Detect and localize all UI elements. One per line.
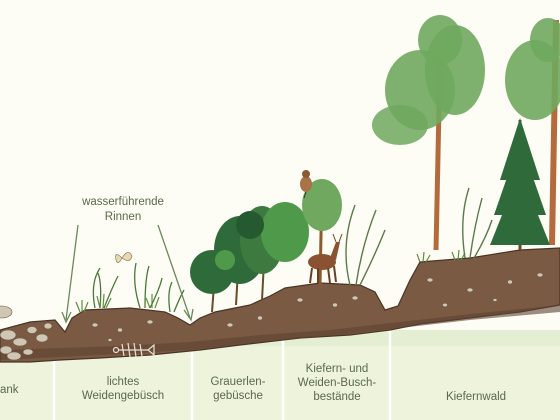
channels-annotation: wasserführende Rinnen xyxy=(82,196,164,223)
zone-label-alder: Grauerlen- gebüsche xyxy=(210,376,266,402)
butterfly-icon xyxy=(115,252,133,263)
soil-profile xyxy=(0,247,560,363)
zone-label-pine-forest: Kiefernwald xyxy=(445,391,507,403)
pebbles xyxy=(0,272,544,361)
bird-icon xyxy=(300,170,312,199)
arrow-icon xyxy=(61,224,194,324)
deer-icon xyxy=(308,233,343,284)
zone-label-pine-willow: Kiefern- und Weiden-Busch- bestände xyxy=(297,363,377,403)
pine-trees xyxy=(372,15,560,259)
willow-shrubs xyxy=(92,262,185,313)
zone-label-willow: lichtes Weidengebüsch xyxy=(81,376,165,402)
fish-skeleton-icon xyxy=(112,342,155,358)
alder-bushes xyxy=(190,202,309,313)
grass-tufts xyxy=(75,249,466,313)
zone-label-bank: ank xyxy=(0,384,19,396)
